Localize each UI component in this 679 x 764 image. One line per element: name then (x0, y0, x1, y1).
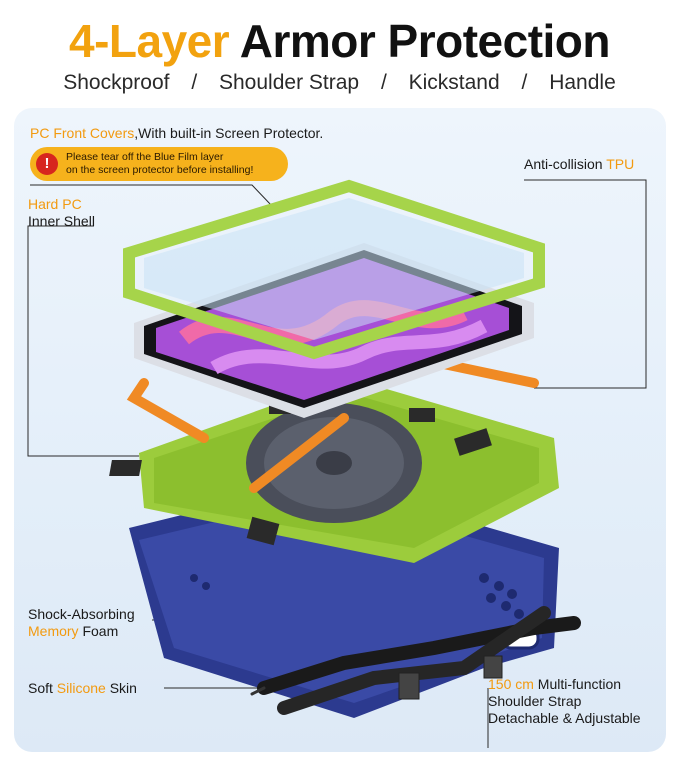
feature-list: Shockproof / Shoulder Strap / Kickstand … (0, 71, 679, 95)
callout-silicone-rest: Skin (105, 680, 137, 696)
callout-silicone-prefix: Soft (28, 680, 57, 696)
warning-line-2: on the screen protector before installin… (66, 164, 254, 176)
title-accent: 4-Layer (69, 15, 230, 67)
callout-hard-pc-line2: Inner Shell (28, 213, 95, 229)
exploded-view-panel: PC Front Covers,With built-in Screen Pro… (14, 108, 666, 752)
shoulder-strap (250, 606, 581, 715)
feature-kickstand: Kickstand (408, 71, 500, 94)
callout-hard-pc: Hard PC Inner Shell (28, 196, 95, 230)
header: 4-Layer Armor Protection Shockproof / Sh… (0, 0, 679, 110)
feature-separator: / (191, 71, 198, 94)
feature-separator: / (521, 71, 528, 94)
feature-separator: / (380, 71, 387, 94)
exclamation-icon: ! (36, 153, 58, 175)
callout-tpu-accent: TPU (606, 156, 635, 172)
callout-strap-line3: Detachable & Adjustable (488, 710, 641, 726)
exploded-case-illustration (27, 179, 647, 748)
warning-line-1: Please tear off the Blue Film layer (66, 151, 224, 163)
callout-foam-rest: Foam (78, 623, 119, 639)
callout-hard-pc-accent: Hard PC (28, 196, 82, 212)
title-main: Armor Protection (239, 15, 611, 67)
callout-memory-foam: Shock-Absorbing Memory Foam (28, 606, 135, 640)
callout-pc-front-accent: PC Front Covers (30, 125, 135, 141)
leader-line-front-cover (30, 184, 273, 207)
hard-pc-shell-layer (109, 378, 559, 563)
feature-shockproof: Shockproof (63, 71, 170, 94)
callout-foam-accent: Memory (28, 623, 79, 639)
callout-silicone-skin: Soft Silicone Skin (28, 680, 137, 697)
callout-strap-accent: 150 cm (488, 676, 534, 692)
leader-line-tpu (524, 179, 647, 389)
callout-tpu-prefix: Anti-collision (524, 156, 607, 172)
tpu-front-frame (123, 179, 545, 360)
callout-silicone-accent: Silicone (56, 680, 106, 696)
warning-text: Please tear off the Blue Film layer on t… (66, 151, 253, 177)
feature-handle: Handle (549, 71, 616, 94)
warning-badge: ! Please tear off the Blue Film layer on… (30, 147, 288, 181)
callout-pc-front-covers: PC Front Covers,With built-in Screen Pro… (30, 125, 323, 142)
callout-strap-line2: Shoulder Strap (488, 693, 582, 709)
callout-pc-front-rest: ,With built-in Screen Protector. (134, 125, 324, 141)
callout-foam-line1: Shock-Absorbing (28, 606, 135, 622)
feature-shoulder-strap: Shoulder Strap (219, 71, 360, 94)
page-title: 4-Layer Armor Protection (12, 14, 667, 68)
callout-tpu: Anti-collision TPU (524, 156, 634, 173)
callout-strap-rest: Multi-function (533, 676, 622, 692)
callout-shoulder-strap: 150 cm Multi-function Shoulder Strap Det… (488, 676, 641, 727)
leader-line-hard-pc (27, 225, 139, 457)
